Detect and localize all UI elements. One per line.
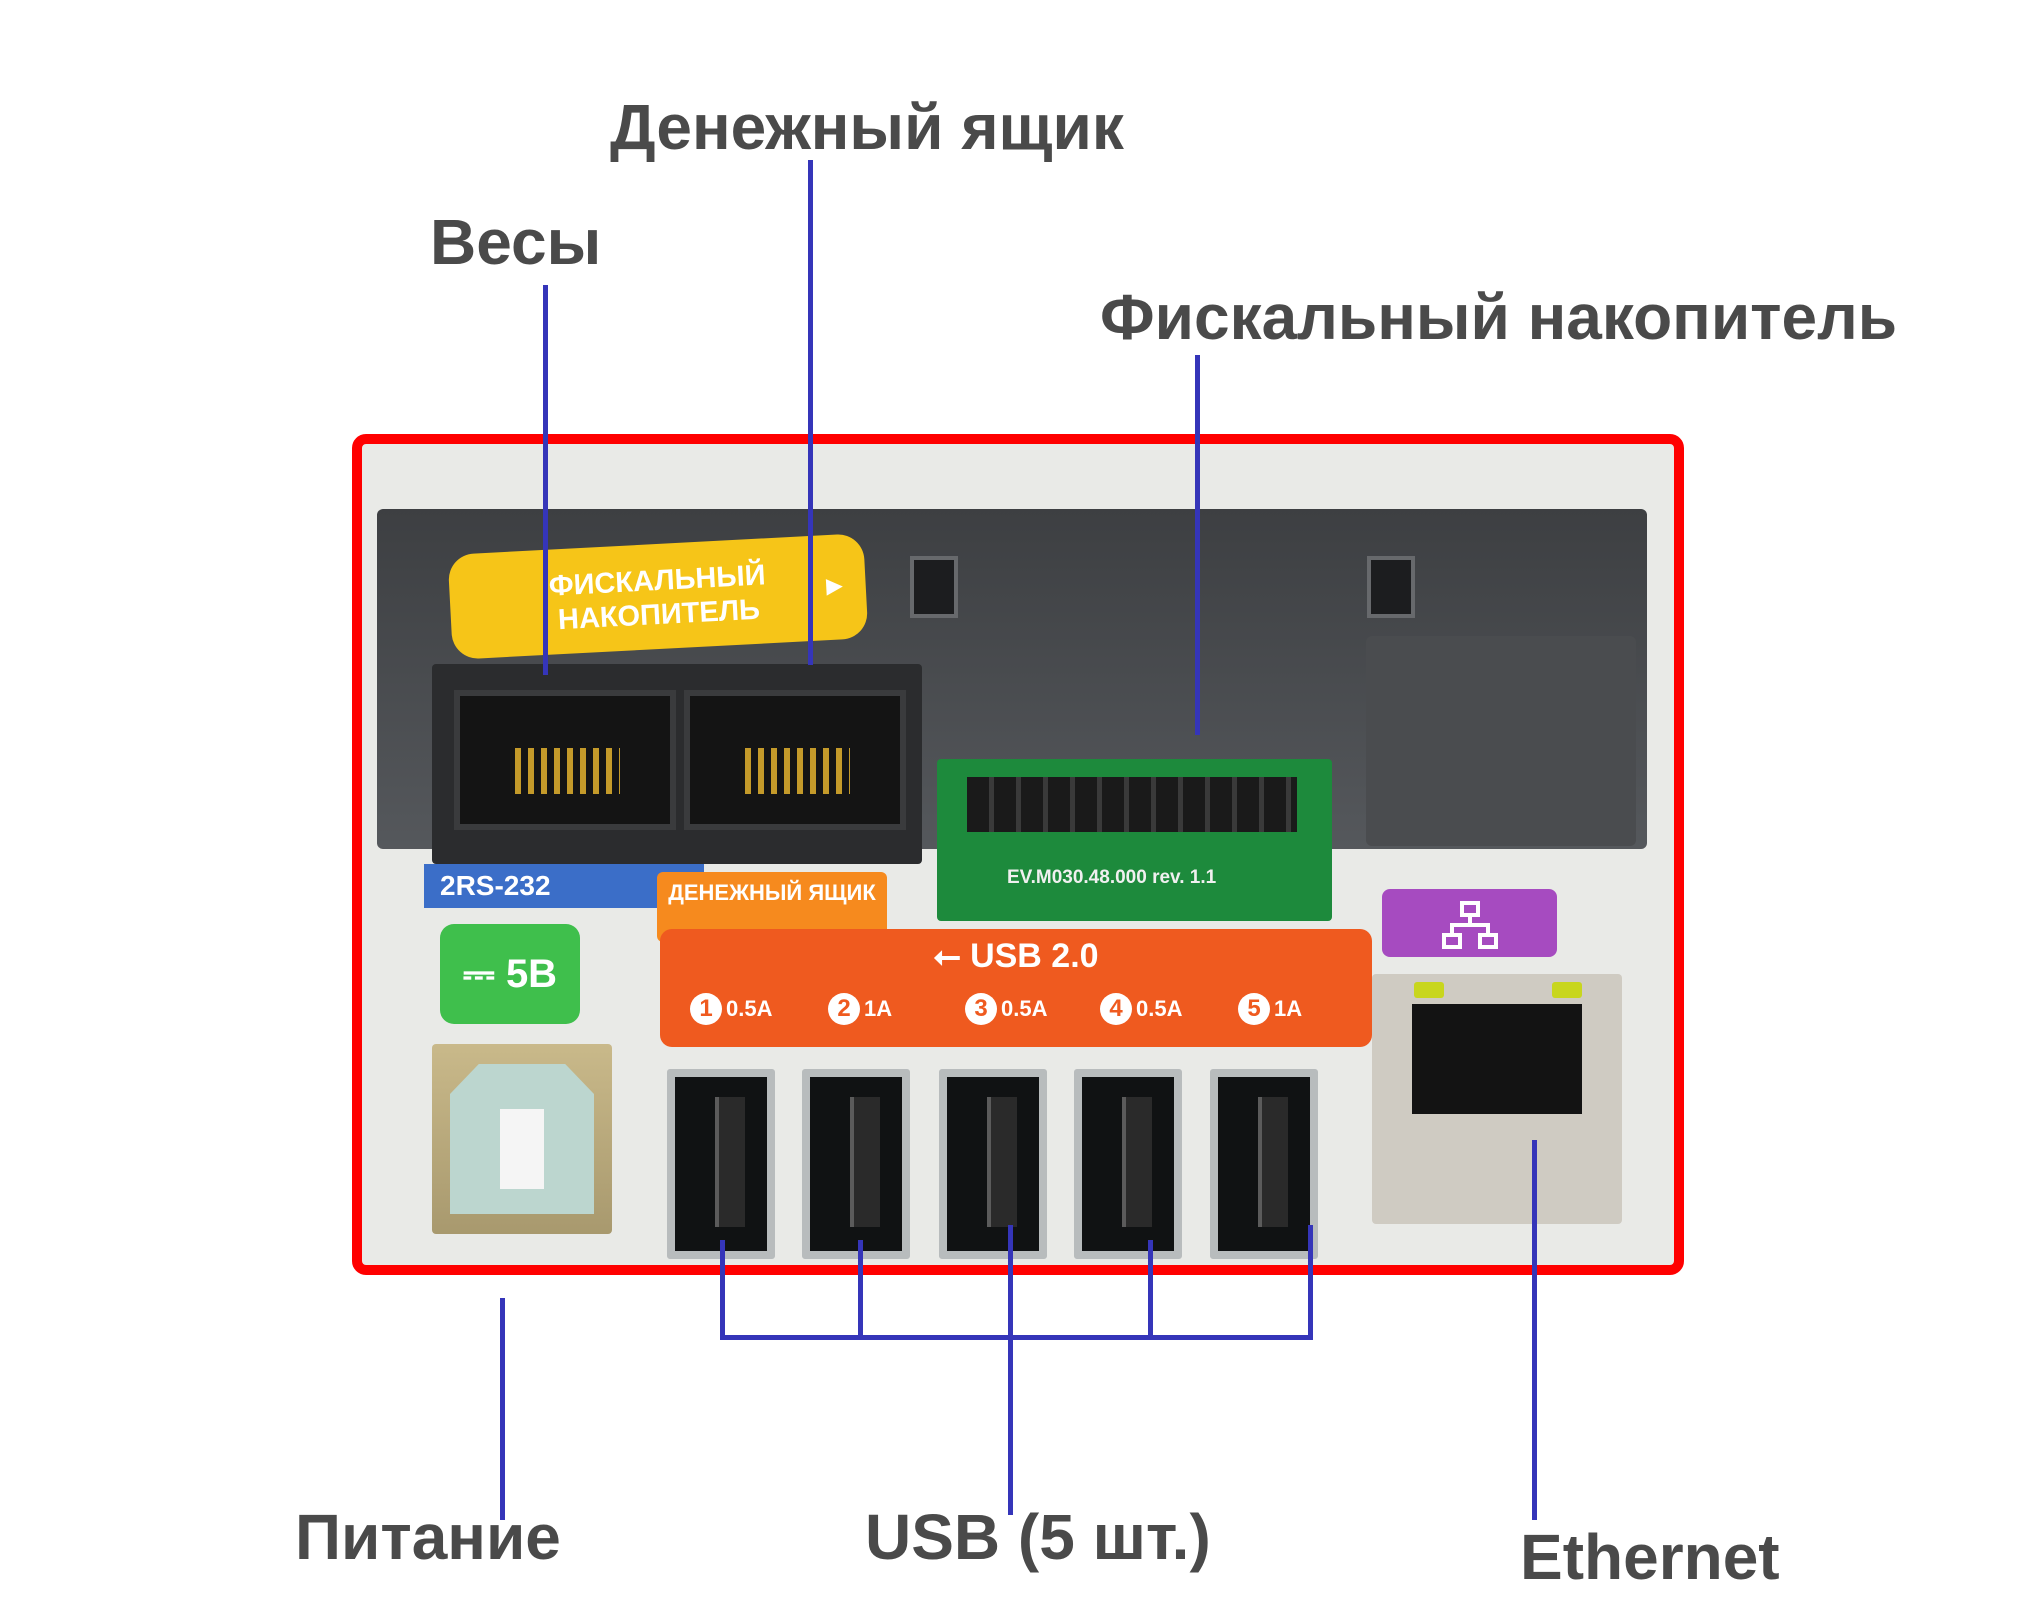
usb-port-label-4: 4 0.5A <box>1100 993 1182 1025</box>
usb-bracket-line <box>720 1335 1313 1340</box>
usb-port-current: 0.5A <box>726 996 773 1021</box>
fiscal-drive-badge-label: ФИСКАЛЬНЫЙ НАКОПИТЕЛЬ <box>548 559 767 637</box>
leader-line-usb-3 <box>1008 1225 1013 1515</box>
usb-tongue <box>1122 1097 1152 1227</box>
usb-port-number: 4 <box>1100 993 1132 1025</box>
leader-line-power <box>500 1298 505 1520</box>
callout-fiscal-drive: Фискальный накопитель <box>1100 281 1898 353</box>
network-icon <box>1382 889 1557 957</box>
usb-port-number: 5 <box>1238 993 1270 1025</box>
leader-line-usb-1 <box>720 1240 725 1340</box>
leader-line-usb-5 <box>1308 1225 1313 1340</box>
usb-tongue <box>987 1097 1017 1227</box>
usb-tongue <box>715 1097 745 1227</box>
usb-port-current: 0.5A <box>1001 996 1048 1021</box>
usb-port-label-2: 2 1A <box>828 993 892 1025</box>
ethernet-housing <box>1366 636 1636 846</box>
ethernet-port[interactable] <box>1372 974 1622 1224</box>
rj-port-cash-drawer[interactable] <box>684 690 906 830</box>
power-usb-b-port[interactable] <box>432 1044 612 1234</box>
usb-port-number: 3 <box>965 993 997 1025</box>
leader-line-ethernet <box>1532 1140 1537 1520</box>
callout-ethernet: Ethernet <box>1520 1521 1780 1593</box>
ethernet-led-left <box>1414 982 1444 998</box>
usb-port-current: 1A <box>864 996 893 1021</box>
usb-b-socket <box>450 1064 594 1214</box>
usb-banner-title: ⭠ USB 2.0 <box>933 937 1099 975</box>
usb-tongue <box>850 1097 880 1227</box>
arrow-right-icon: ▸ <box>825 568 843 603</box>
usb-tongue <box>1258 1097 1288 1227</box>
callout-power: Питание <box>295 1501 561 1573</box>
usb-port-number: 2 <box>828 993 860 1025</box>
fiscal-drive-pcb[interactable]: EV.M030.48.000 rev. 1.1 <box>937 759 1332 921</box>
rj-port-block <box>432 664 922 864</box>
rj-pins-icon <box>515 748 620 794</box>
ethernet-socket <box>1412 1004 1582 1114</box>
usb-port-5[interactable] <box>1210 1069 1318 1259</box>
usb-port-label-3: 3 0.5A <box>965 993 1047 1025</box>
callout-cash-drawer: Денежный ящик <box>610 91 1124 163</box>
leader-line-fiscal-drive <box>1195 355 1200 735</box>
power-badge: ⎓ 5В <box>440 924 580 1024</box>
usb-port-label-5: 5 1A <box>1238 993 1302 1025</box>
usb-port-current: 0.5A <box>1136 996 1183 1021</box>
usb-port-current: 1A <box>1274 996 1303 1021</box>
leader-line-usb-4 <box>1148 1240 1153 1340</box>
leader-line-cash-drawer <box>808 160 813 665</box>
ethernet-led-right <box>1552 982 1582 998</box>
leader-line-usb-2 <box>858 1240 863 1340</box>
callout-usb: USB (5 шт.) <box>865 1501 1211 1573</box>
usb-port-1[interactable] <box>667 1069 775 1259</box>
fiscal-drive-badge: ФИСКАЛЬНЫЙ НАКОПИТЕЛЬ ▸ <box>447 533 869 660</box>
latch-slot-left <box>910 556 958 618</box>
usb-port-2[interactable] <box>802 1069 910 1259</box>
latch-slot-right <box>1367 556 1415 618</box>
pcb-marking: EV.M030.48.000 rev. 1.1 <box>1007 867 1217 888</box>
usb-port-number: 1 <box>690 993 722 1025</box>
device-panel: ФИСКАЛЬНЫЙ НАКОПИТЕЛЬ ▸ 2RS-232 ДЕНЕЖНЫЙ… <box>352 434 1684 1275</box>
rj-pins-icon <box>745 748 850 794</box>
callout-scales: Весы <box>430 206 602 278</box>
pcb-connector <box>967 777 1297 832</box>
leader-line-scales <box>543 285 548 675</box>
usb-port-label-1: 1 0.5A <box>690 993 772 1025</box>
usb-banner: ⭠ USB 2.0 1 0.5A 2 1A 3 0.5A 4 0.5A 5 1A <box>660 929 1372 1047</box>
usb-b-pin <box>500 1109 544 1189</box>
rj-port-scales[interactable] <box>454 690 676 830</box>
usb-port-4[interactable] <box>1074 1069 1182 1259</box>
usb-port-3[interactable] <box>939 1069 1047 1259</box>
